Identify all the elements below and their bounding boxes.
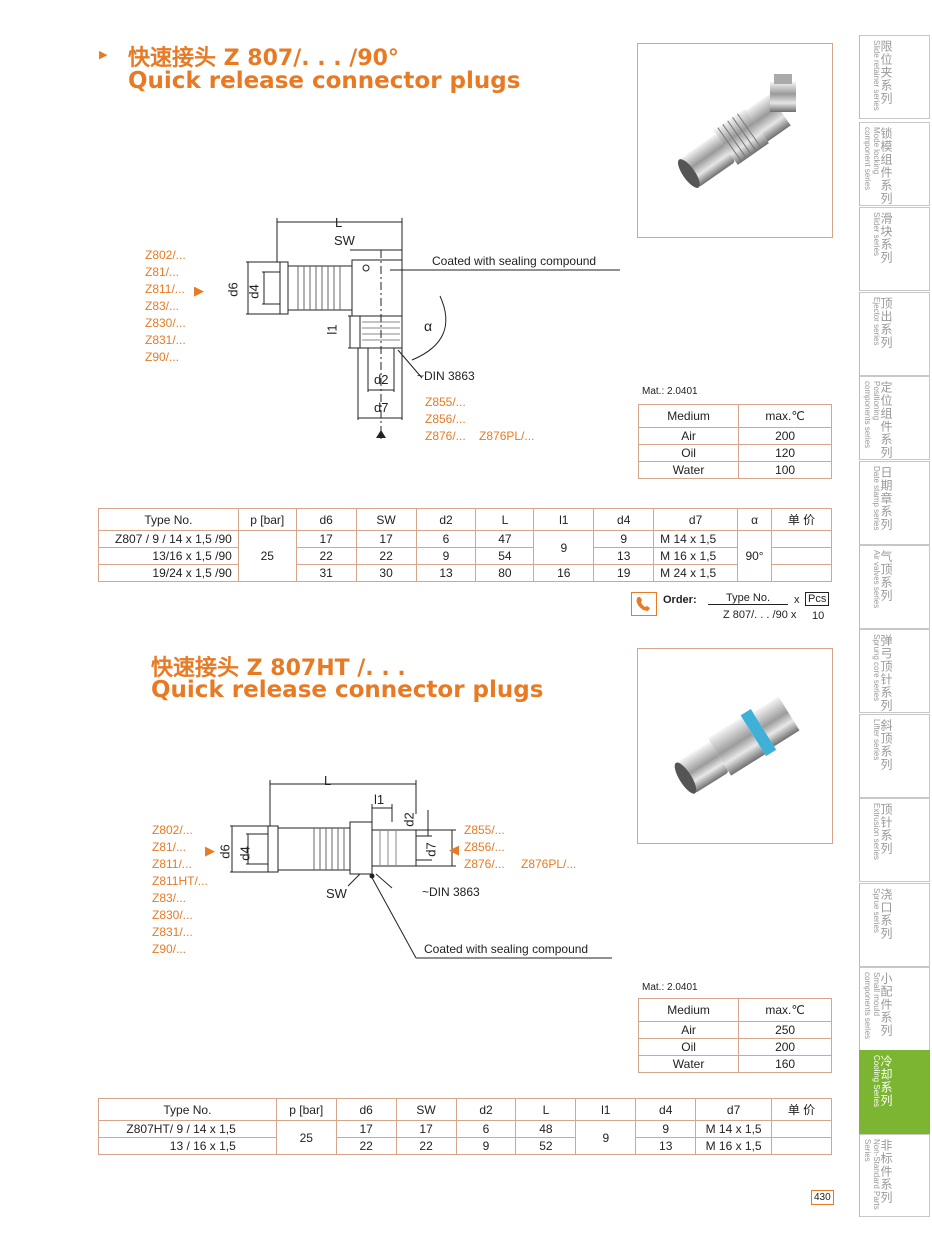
dim2-d4: d4	[237, 846, 253, 861]
sidebar-item-label-en: Lifter series	[872, 719, 881, 761]
dim2-SW: SW	[326, 886, 347, 901]
dim2-d6: d6	[217, 844, 233, 859]
dim-d7: d7	[374, 400, 389, 415]
note2-coated: Coated with sealing compound	[424, 942, 589, 956]
compatible-plugs-left: Z802/...Z81/... Z811/...Z83/... Z830/...…	[145, 248, 186, 364]
sidebar-item-label-cn: 小配件系列	[879, 972, 893, 1037]
order-type-no: Type No.	[708, 592, 788, 605]
section1-title-en: Quick release connector plugs	[128, 68, 521, 94]
sidebar-item-label-cn: 非标件系列	[879, 1139, 893, 1204]
sidebar-item-label-en: Cooling Series	[872, 1055, 881, 1108]
sidebar-item-label-cn: 气顶系列	[879, 550, 893, 602]
sidebar-item-label-en: Sprung core series	[872, 634, 881, 702]
sidebar-item-label-cn: 限位夹系列	[879, 40, 893, 105]
dim-SW: SW	[334, 233, 355, 248]
sidebar-item-label-en: Sprue series	[872, 888, 881, 933]
compatible2-plugs-left: Z802/...Z81/... Z811/...Z811HT/... Z83/.…	[152, 823, 208, 956]
dim2-d2: d2	[401, 812, 417, 827]
dim2-d7: d7	[423, 842, 439, 857]
section2-title-en: Quick release connector plugs	[151, 677, 544, 703]
dim-d2: d2	[374, 372, 389, 387]
technical-drawing-straight	[230, 780, 612, 959]
dim-L: L	[335, 215, 343, 230]
sidebar-item-label-cn: 锁模组件系列	[879, 127, 893, 205]
dim-alpha: α	[424, 318, 433, 334]
product-photo-straight	[637, 648, 833, 844]
arrow2-right-icon: ▶	[205, 843, 215, 858]
order-label: Order:	[663, 594, 697, 606]
sidebar-item-label-cn: 浇口系列	[879, 888, 893, 940]
dim-l1: l1	[324, 324, 340, 335]
sidebar-item-label-en: Air valves series	[872, 550, 881, 609]
note-din: ~DIN 3863	[417, 369, 475, 383]
material-label: Mat.: 2.0401	[642, 386, 698, 397]
note2-din: ~DIN 3863	[422, 885, 480, 899]
compatible-plugs-right: Z855/...Z856/... Z876/... Z876PL/...	[425, 395, 535, 443]
note-coated: Coated with sealing compound	[432, 254, 597, 268]
dim2-l1: l1	[374, 792, 385, 807]
sidebar-item-label-cn: 顶出系列	[879, 297, 893, 349]
dim2-L: L	[324, 773, 332, 788]
arrow-right-icon: ▶	[194, 283, 204, 298]
title-arrow-icon: ▶	[99, 49, 108, 61]
sidebar-item-label-cn: 冷却系列	[879, 1055, 893, 1107]
order-example: Z 807/. . . /90 x	[723, 609, 797, 621]
sidebar-item-label-en: Non-Standard Parts Series	[863, 1139, 881, 1210]
sidebar-item-label-cn: 滑块系列	[879, 212, 893, 264]
sidebar-item-label-cn: 定位组件系列	[879, 381, 893, 459]
order-qty: 10	[812, 610, 825, 622]
sidebar-item-label-cn: 斜顶系列	[879, 719, 893, 771]
page-number: 430	[811, 1190, 834, 1205]
sidebar-item-label-cn: 弹弓顶针系列	[879, 634, 893, 712]
sidebar-item-label-en: Mode locking component series	[863, 127, 881, 191]
sidebar-item-label-en: Ejector series	[872, 297, 881, 346]
sidebar-item-label-en: Date stamp series	[872, 466, 881, 531]
phone-order-icon	[631, 592, 657, 616]
sidebar-item-label-cn: 日期章系列	[879, 466, 893, 531]
arrow2-left-icon: ◀	[449, 842, 459, 857]
compatible2-plugs-extra: Z876PL/...	[521, 857, 577, 871]
section2-title-cn: 快速接头 Z 807HT /. . .	[151, 656, 406, 681]
sidebar-item-label-cn: 顶针系列	[879, 803, 893, 855]
sidebar-item-label-en: Slide retainer series	[872, 40, 881, 111]
compatible2-plugs-right: Z855/...Z856/... Z876/...	[464, 823, 505, 871]
technical-drawing-elbow	[246, 218, 620, 440]
sidebar-item-label-en: Positioning components series	[863, 381, 881, 449]
dim-d4: d4	[246, 284, 262, 299]
sidebar-item-label-en: Extrusion series	[872, 803, 881, 860]
sidebar-item-label-en: Small mould components series	[863, 972, 881, 1040]
product-photo-elbow	[637, 43, 833, 238]
sidebar-item-label-en: Slider series	[872, 212, 881, 257]
material2-label: Mat.: 2.0401	[642, 982, 698, 993]
order-pcs: Pcs	[805, 592, 830, 606]
order-x: x	[794, 594, 800, 606]
dim-d6: d6	[225, 282, 241, 297]
section1-title-cn: 快速接头 Z 807/. . . /90°	[128, 46, 399, 71]
